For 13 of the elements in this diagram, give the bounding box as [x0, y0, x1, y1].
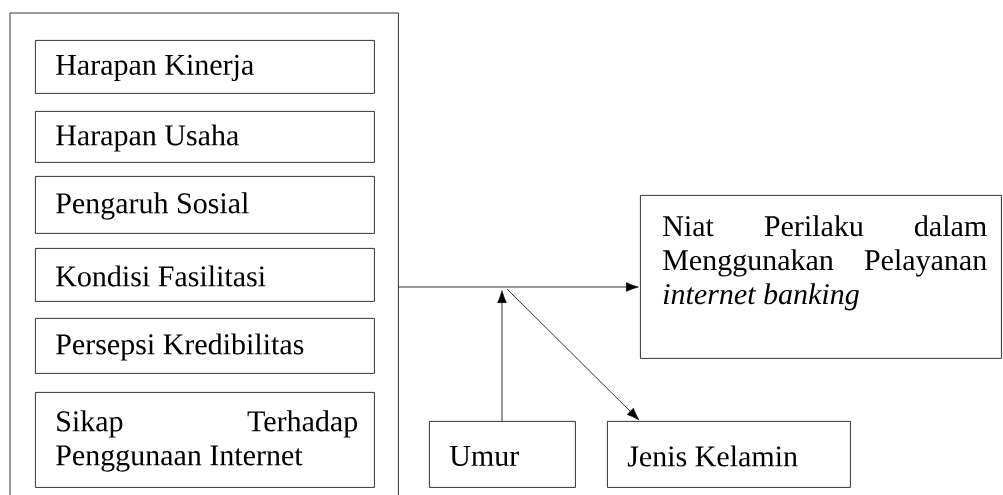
text-box: Sikap Terhadap Penggunaan Internet: [35, 392, 375, 488]
text-box: Umur: [429, 421, 576, 488]
arrow: [506, 288, 640, 421]
frame-box: [9, 12, 399, 495]
arrow: [398, 282, 639, 292]
text-box: Kondisi Fasilitasi: [35, 248, 375, 302]
text-box: Jenis Kelamin: [607, 421, 851, 488]
arrow: [497, 290, 507, 422]
text-box: Pengaruh Sosial: [35, 176, 375, 234]
text-box: Persepsi Kredibilitas: [35, 318, 375, 374]
text-box: Harapan Usaha: [35, 111, 375, 163]
text-box: Harapan Kinerja: [35, 40, 375, 94]
text-box: Niat Perilaku dalam Menggunakan Pelayanan internet banking: [640, 195, 1002, 359]
